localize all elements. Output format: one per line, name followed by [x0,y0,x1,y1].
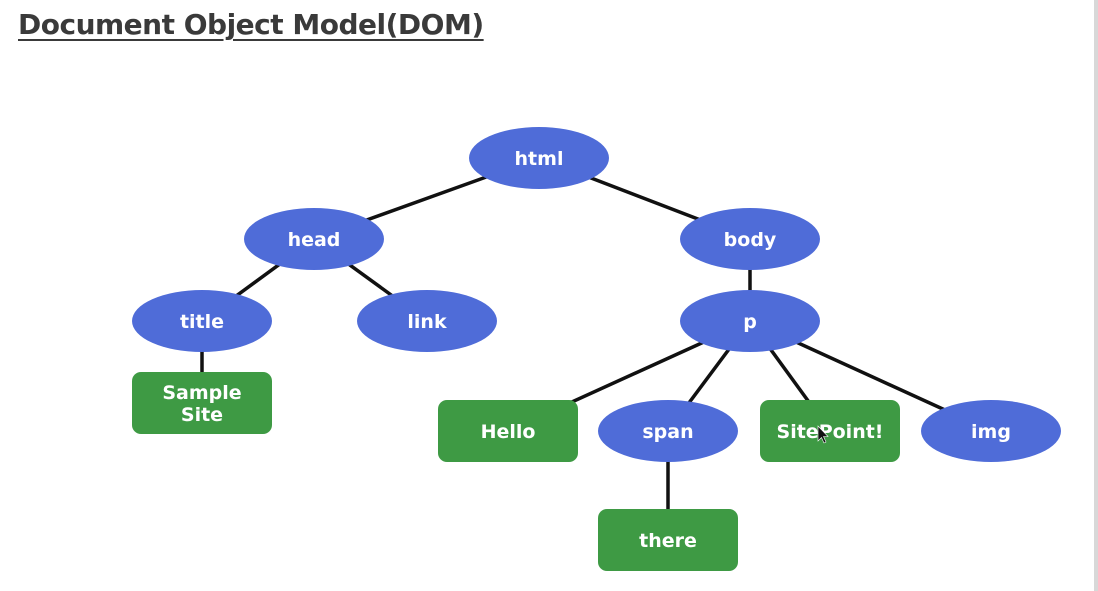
node-link: link [357,290,497,352]
text-node-shape [132,372,272,434]
node-there: there [598,509,738,571]
text-node-shape [760,400,900,462]
element-node-shape [469,127,609,189]
node-label: Hello [481,421,536,443]
element-node-shape [680,290,820,352]
node-label: Sample [162,382,241,404]
text-node-shape [598,509,738,571]
node-label: title [180,311,224,333]
node-hello: Hello [438,400,578,462]
element-node-shape [244,208,384,270]
mouse-pointer-icon [817,425,829,444]
node-sitepoint: SitePoint! [760,400,900,462]
node-body: body [680,208,820,270]
node-img: img [921,400,1061,462]
element-node-shape [680,208,820,270]
element-node-shape [598,400,738,462]
node-label: body [724,229,777,251]
window-edge [1094,0,1098,591]
node-label: p [743,311,757,333]
node-label: SitePoint! [777,421,884,443]
node-p: p [680,290,820,352]
element-node-shape [132,290,272,352]
node-label: span [642,421,693,443]
node-label: img [971,421,1011,443]
text-node-shape [438,400,578,462]
node-label: Site [181,404,223,426]
node-title: title [132,290,272,352]
node-html: html [469,127,609,189]
element-node-shape [921,400,1061,462]
node-label: html [515,148,564,170]
node-head: head [244,208,384,270]
node-label: link [407,311,447,333]
element-node-shape [357,290,497,352]
page-title: Document Object Model(DOM) [18,8,484,41]
node-label: there [639,530,697,552]
node-label: head [288,229,341,251]
node-span: span [598,400,738,462]
